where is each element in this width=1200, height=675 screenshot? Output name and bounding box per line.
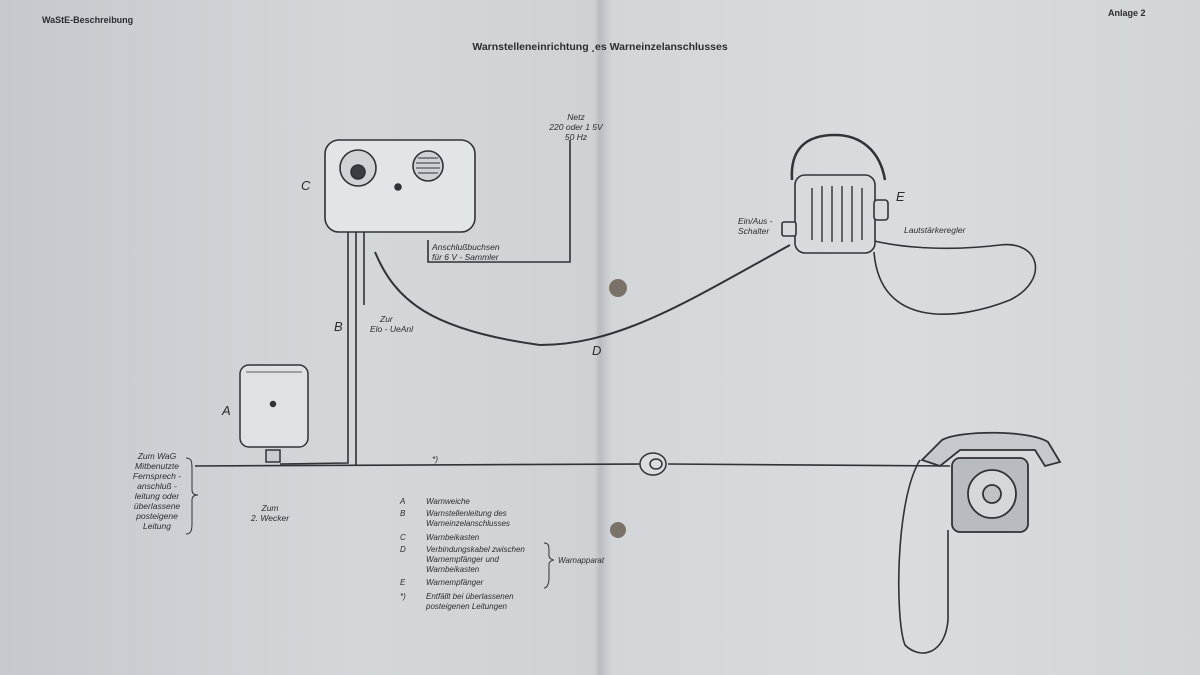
receiver-loop bbox=[869, 239, 1037, 316]
diagram-title: Warnstelleneinrichtung ¸es Warneinzelans… bbox=[472, 41, 728, 53]
main-line bbox=[194, 463, 641, 467]
bracket-legend bbox=[543, 542, 555, 589]
punch-hole-2 bbox=[610, 522, 626, 538]
box-a bbox=[239, 364, 309, 463]
netz-cable bbox=[427, 140, 571, 263]
letter-a: A bbox=[222, 403, 231, 418]
line-to-phone bbox=[667, 463, 951, 467]
telephone bbox=[920, 431, 1062, 533]
bracket-left bbox=[185, 457, 199, 535]
label-ein-aus-schalter: Ein/Aus -Schalter bbox=[738, 216, 773, 236]
letter-b: B bbox=[334, 319, 343, 334]
header-left: WaStE-Beschreibung bbox=[42, 15, 134, 25]
junction-knob bbox=[639, 452, 667, 476]
punch-hole-1 bbox=[609, 279, 627, 297]
label-lautstaerkeregler: Lautstärkeregler bbox=[904, 225, 966, 235]
header-right: Anlage 2 bbox=[1108, 8, 1146, 18]
legend-group-warnapparat: Warnapparat bbox=[558, 556, 605, 565]
box-c bbox=[324, 139, 476, 233]
label-footnote-marker: *) bbox=[432, 454, 439, 464]
letter-c: C bbox=[301, 178, 311, 193]
letter-d: D bbox=[592, 343, 602, 358]
receiver-e bbox=[781, 133, 889, 254]
phone-cord bbox=[897, 459, 949, 654]
cable-d bbox=[374, 244, 791, 347]
line-b bbox=[279, 232, 349, 465]
letter-e: E bbox=[896, 189, 905, 204]
